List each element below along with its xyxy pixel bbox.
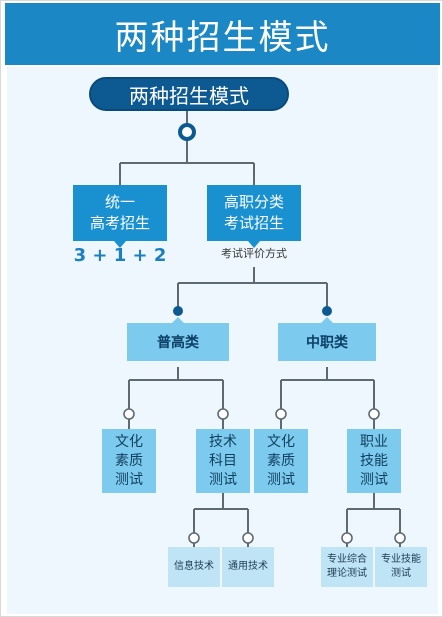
- unified-admission-node: 统一 高考招生: [73, 185, 167, 241]
- category-vocational: 中职类: [278, 323, 376, 361]
- vocational-skill-test: 职业 技能 测试: [347, 429, 401, 493]
- tech-info: 信息技术: [168, 547, 220, 587]
- tech-general: 通用技术: [222, 547, 274, 587]
- skill-theory: 专业综合 理论测试: [321, 547, 373, 587]
- skill-practical: 专业技能 测试: [375, 547, 427, 587]
- connector-lines: [114, 111, 406, 547]
- unified-formula: 3 + 1 + 2: [73, 245, 167, 266]
- vocational-admission-node: 高职分类 考试招生: [207, 185, 301, 241]
- title-banner: 两种招生模式: [5, 3, 440, 65]
- vocational-note: 考试评价方式: [221, 247, 287, 260]
- general-culture-test: 文化 素质 测试: [102, 429, 156, 493]
- general-tech-test: 技术 科目 测试: [196, 429, 250, 493]
- category-general: 普高类: [127, 323, 229, 361]
- diagram-canvas: 两种招生模式 统一 高考招生 3 + 1 + 2 高职分类 考试招生 考试评价方…: [7, 67, 438, 614]
- vocational-culture-test: 文化 素质 测试: [254, 429, 308, 493]
- page-title: 两种招生模式: [114, 17, 331, 58]
- root-node: 两种招生模式: [89, 77, 289, 111]
